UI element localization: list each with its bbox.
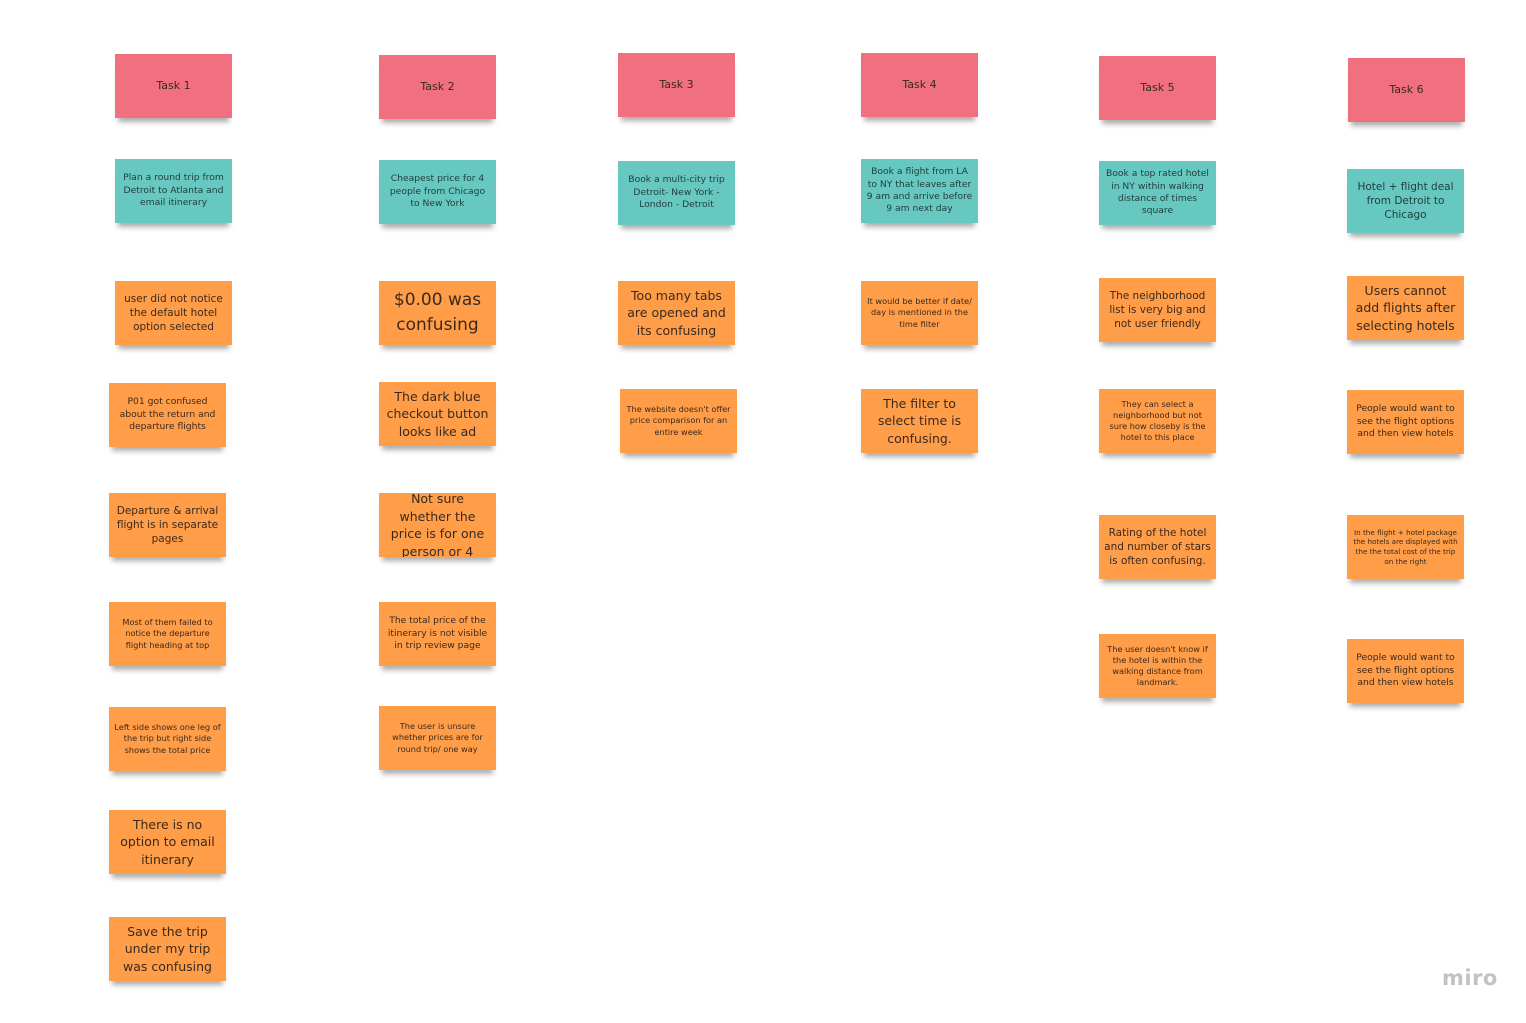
- sticky-text: People would want to see the flight opti…: [1356, 403, 1455, 440]
- sticky-text: user did not notice the default hotel op…: [124, 292, 223, 334]
- finding-sticky[interactable]: The total price of the itinerary is not …: [379, 602, 496, 666]
- finding-sticky[interactable]: In the flight + hotel package the hotels…: [1347, 515, 1464, 579]
- finding-sticky[interactable]: user did not notice the default hotel op…: [115, 281, 232, 345]
- sticky-text: Most of them failed to notice the depart…: [122, 617, 213, 650]
- sticky-text: The website doesn't offer price comparis…: [626, 404, 731, 437]
- finding-sticky[interactable]: P01 got confused about the return and de…: [109, 383, 226, 447]
- sticky-text: Task 2: [420, 79, 455, 93]
- sticky-text: Task 6: [1389, 82, 1424, 96]
- task-1-description-sticky[interactable]: Plan a round trip from Detroit to Atlant…: [115, 159, 232, 223]
- finding-sticky[interactable]: The neighborhood list is very big and no…: [1099, 278, 1216, 342]
- sticky-text: The total price of the itinerary is not …: [387, 615, 488, 652]
- sticky-text: The neighborhood list is very big and no…: [1109, 289, 1206, 331]
- sticky-text: Book a top rated hotel in NY within walk…: [1106, 168, 1209, 217]
- finding-sticky[interactable]: The user is unsure whether prices are fo…: [379, 706, 496, 770]
- finding-sticky[interactable]: It would be better if date/ day is menti…: [861, 281, 978, 345]
- sticky-text: Save the trip under my trip was confusin…: [123, 923, 212, 974]
- task-5-description-sticky[interactable]: Book a top rated hotel in NY within walk…: [1099, 161, 1216, 225]
- sticky-text: $0.00 was confusing: [393, 289, 482, 336]
- miro-logo: miro: [1442, 966, 1498, 990]
- sticky-text: The dark blue checkout button looks like…: [386, 388, 489, 439]
- finding-sticky[interactable]: They can select a neighborhood but not s…: [1099, 389, 1216, 453]
- sticky-text: Not sure whether the price is for one pe…: [390, 493, 485, 557]
- finding-sticky[interactable]: $0.00 was confusing: [379, 281, 496, 345]
- sticky-text: Task 3: [659, 77, 694, 91]
- sticky-text: The user doesn't know if the hotel is wi…: [1107, 643, 1208, 688]
- sticky-text: Book a multi-city trip Detroit- New York…: [628, 174, 725, 211]
- task-1-header-sticky[interactable]: Task 1: [115, 54, 232, 118]
- finding-sticky[interactable]: Rating of the hotel and number of stars …: [1099, 515, 1216, 579]
- sticky-text: Task 1: [156, 78, 191, 92]
- sticky-text: Rating of the hotel and number of stars …: [1104, 526, 1211, 568]
- sticky-text: Departure & arrival flight is in separat…: [116, 504, 219, 546]
- task-6-description-sticky[interactable]: Hotel + flight deal from Detroit to Chic…: [1347, 169, 1464, 233]
- finding-sticky[interactable]: The website doesn't offer price comparis…: [620, 389, 737, 453]
- task-2-description-sticky[interactable]: Cheapest price for 4 people from Chicago…: [379, 160, 496, 224]
- sticky-text: Task 5: [1140, 80, 1175, 94]
- task-3-description-sticky[interactable]: Book a multi-city trip Detroit- New York…: [618, 161, 735, 225]
- finding-sticky[interactable]: Not sure whether the price is for one pe…: [379, 493, 496, 557]
- sticky-text: The user is unsure whether prices are fo…: [392, 721, 483, 754]
- task-4-description-sticky[interactable]: Book a flight from LA to NY that leaves …: [861, 159, 978, 223]
- task-4-header-sticky[interactable]: Task 4: [861, 53, 978, 117]
- finding-sticky[interactable]: Users cannot add flights after selecting…: [1347, 276, 1464, 340]
- task-6-header-sticky[interactable]: Task 6: [1348, 58, 1465, 122]
- sticky-text: In the flight + hotel package the hotels…: [1353, 527, 1458, 566]
- sticky-text: Users cannot add flights after selecting…: [1355, 282, 1456, 333]
- finding-sticky[interactable]: Departure & arrival flight is in separat…: [109, 493, 226, 557]
- finding-sticky[interactable]: Left side shows one leg of the trip but …: [109, 707, 226, 771]
- sticky-text: Too many tabs are opened and its confusi…: [627, 287, 726, 338]
- sticky-text: Plan a round trip from Detroit to Atlant…: [123, 172, 224, 209]
- sticky-text: It would be better if date/ day is menti…: [867, 296, 972, 329]
- sticky-text: People would want to see the flight opti…: [1356, 652, 1455, 689]
- sticky-text: Cheapest price for 4 people from Chicago…: [389, 173, 486, 210]
- sticky-text: Book a flight from LA to NY that leaves …: [866, 166, 973, 215]
- task-2-header-sticky[interactable]: Task 2: [379, 55, 496, 119]
- finding-sticky[interactable]: Too many tabs are opened and its confusi…: [618, 281, 735, 345]
- finding-sticky[interactable]: There is no option to email itinerary: [109, 810, 226, 874]
- finding-sticky[interactable]: The user doesn't know if the hotel is wi…: [1099, 634, 1216, 698]
- sticky-text: They can select a neighborhood but not s…: [1109, 398, 1206, 443]
- finding-sticky[interactable]: Save the trip under my trip was confusin…: [109, 917, 226, 981]
- sticky-text: There is no option to email itinerary: [120, 816, 215, 867]
- finding-sticky[interactable]: The filter to select time is confusing.: [861, 389, 978, 453]
- finding-sticky[interactable]: People would want to see the flight opti…: [1347, 639, 1464, 703]
- sticky-text: P01 got confused about the return and de…: [119, 396, 216, 433]
- task-3-header-sticky[interactable]: Task 3: [618, 53, 735, 117]
- task-5-header-sticky[interactable]: Task 5: [1099, 56, 1216, 120]
- sticky-text: Task 4: [902, 77, 937, 91]
- finding-sticky[interactable]: The dark blue checkout button looks like…: [379, 382, 496, 446]
- finding-sticky[interactable]: Most of them failed to notice the depart…: [109, 602, 226, 666]
- sticky-text: Left side shows one leg of the trip but …: [114, 722, 221, 755]
- sticky-text: The filter to select time is confusing.: [877, 395, 962, 446]
- finding-sticky[interactable]: People would want to see the flight opti…: [1347, 390, 1464, 454]
- sticky-text: Hotel + flight deal from Detroit to Chic…: [1357, 180, 1454, 222]
